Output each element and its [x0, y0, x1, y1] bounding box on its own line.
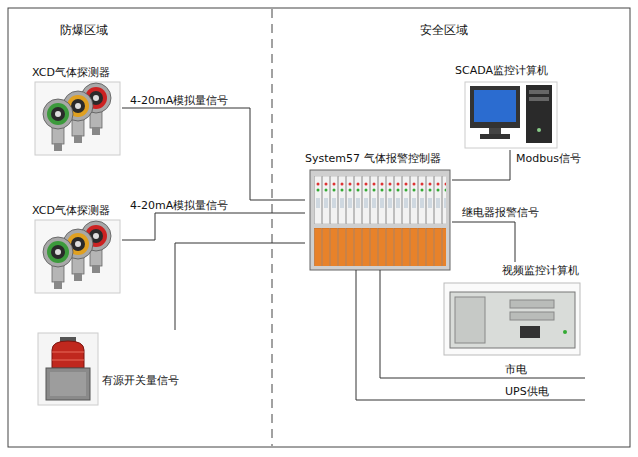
outer-frame: [8, 8, 630, 447]
signal-label: 4-20mA模拟量信号: [130, 94, 228, 107]
node-label: System57 气体报警控制器: [305, 152, 441, 165]
annotation-text: 市电: [505, 363, 527, 376]
power-wire: [356, 270, 585, 400]
signal-wire: [122, 213, 305, 240]
equipment-node: SCADA监控计算机: [452, 62, 560, 150]
signal-wire: [452, 222, 515, 262]
annotation-text: 安全区域: [420, 24, 468, 37]
node-label: XCD气体探测器: [32, 66, 110, 79]
controller-illustration: [310, 170, 450, 270]
signal-wire: [122, 108, 305, 200]
node-label: SCADA监控计算机: [455, 64, 548, 77]
equipment-node: 有源开关量信号: [35, 330, 185, 410]
signal-label: 4-20mA模拟量信号: [130, 199, 228, 212]
annotation-text: UPS供电: [505, 385, 549, 398]
node-label: 视频监控计算机: [502, 264, 579, 277]
video-computer-illustration: [444, 283, 580, 355]
connector-layer: [122, 108, 515, 330]
node-label: XCD气体探测器: [32, 204, 110, 217]
signal-wire: [175, 243, 305, 330]
node-label: 有源开关量信号: [102, 374, 179, 387]
scada-computer-illustration: [465, 82, 557, 148]
equipment-node: 视频监控计算机: [440, 262, 585, 358]
annotation-text: 防爆区域: [60, 24, 108, 37]
signal-wire: [452, 150, 510, 180]
zone-divider: [272, 9, 273, 446]
detector-illustration: [35, 82, 120, 155]
beacon-illustration: [38, 333, 98, 405]
equipment-node: System57 气体报警控制器: [305, 152, 452, 272]
signal-label: Modbus信号: [516, 152, 581, 165]
equipment-node: XCD气体探测器: [30, 64, 122, 158]
detector-illustration: [35, 220, 120, 293]
equipment-node: XCD气体探测器: [30, 202, 122, 296]
signal-label: 继电器报警信号: [462, 206, 539, 219]
